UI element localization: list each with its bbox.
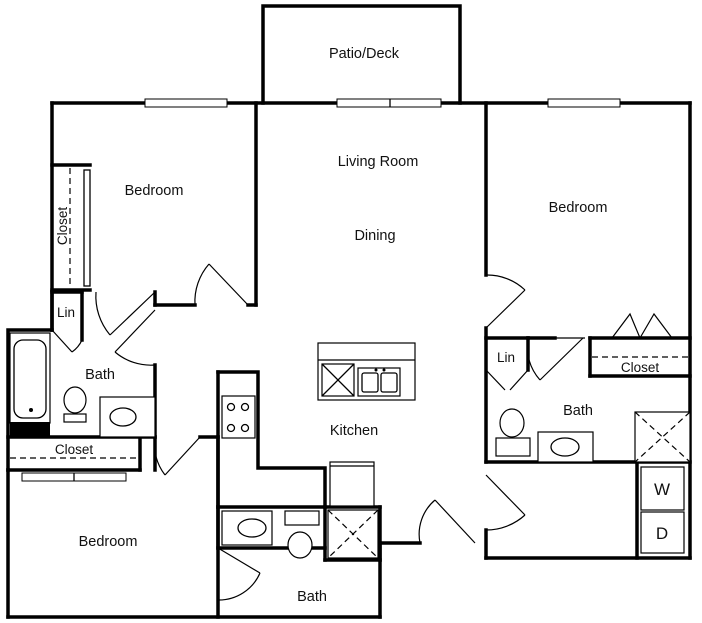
- label-bedroom-left: Bedroom: [125, 183, 184, 199]
- fixtures: [9, 332, 691, 559]
- windows: [21, 98, 621, 482]
- room-labels: Patio/Deck Living Room Dining Kitchen Be…: [55, 46, 670, 605]
- label-closet-right: Closet: [621, 360, 660, 375]
- vanity-sink: [537, 431, 594, 463]
- label-living-room: Living Room: [338, 154, 419, 170]
- label-closet-mid: Closet: [55, 442, 94, 457]
- label-lin-right: Lin: [497, 350, 515, 365]
- dryer: [640, 511, 685, 554]
- vanity-sink: [221, 510, 273, 546]
- toilet: [63, 386, 87, 414]
- label-bedroom-right: Bedroom: [549, 200, 608, 216]
- closet-details: [10, 168, 688, 462]
- label-bedroom-bottom: Bedroom: [79, 534, 138, 550]
- label-lin-left: Lin: [57, 305, 75, 320]
- stove: [221, 395, 256, 439]
- label-patio: Patio/Deck: [329, 46, 400, 62]
- label-washer: W: [654, 480, 670, 499]
- toilet: [287, 531, 313, 559]
- doors: [51, 263, 673, 601]
- label-kitchen: Kitchen: [330, 423, 378, 439]
- label-bath-left: Bath: [85, 367, 115, 383]
- label-dryer: D: [656, 524, 668, 543]
- toilet: [499, 408, 525, 438]
- vanity-sink: [99, 396, 156, 438]
- label-closet-left: Closet: [55, 207, 70, 246]
- refrigerator: [329, 461, 375, 507]
- washer: [640, 466, 685, 511]
- label-bath-right: Bath: [563, 403, 593, 419]
- label-dining: Dining: [354, 228, 395, 244]
- label-bath-bottom: Bath: [297, 589, 327, 605]
- bathtub: [9, 332, 51, 424]
